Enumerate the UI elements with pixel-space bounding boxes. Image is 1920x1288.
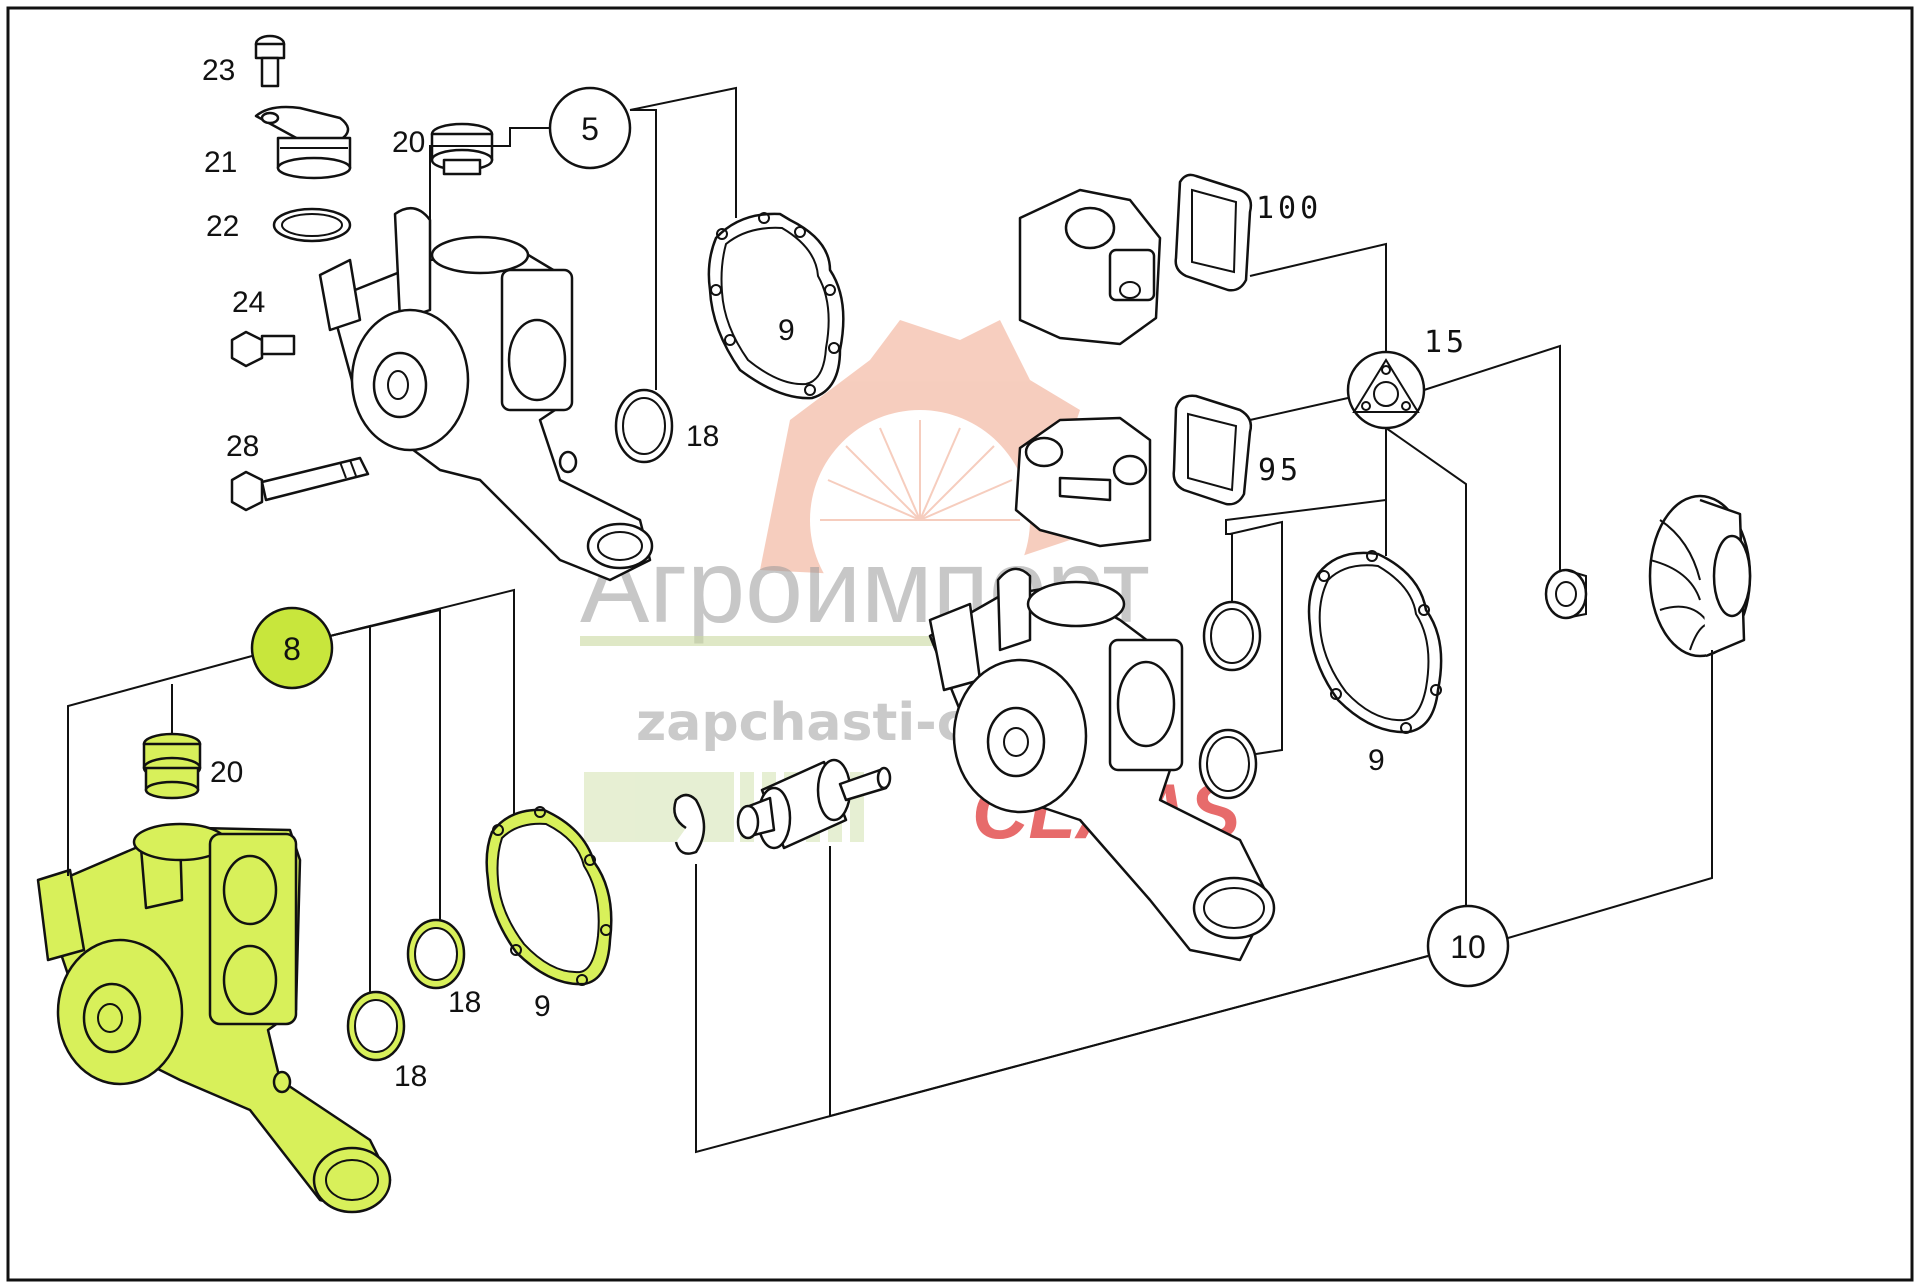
gasket-9-right-icon [1307,550,1443,734]
bolt-28-icon [230,456,370,512]
leader-10-circlip [695,864,1429,1154]
bolt-24-icon [230,330,296,368]
leader-orings [1226,520,1283,755]
water-pump-housing-highlighted-icon [36,822,392,1214]
leader-15-to-10 [1385,427,1467,906]
label-28: 28 [226,430,259,463]
plug-20-icon [430,122,494,176]
thermostat-housing-icon [1018,188,1162,346]
gasket-9-top-icon [707,212,845,400]
label-9-right: 9 [1368,744,1385,777]
water-pump-housing-icon [318,207,654,582]
leader-100 [1249,242,1387,352]
gasket-95-icon [1172,394,1253,506]
bottom-left-assembly: 8 20 18 18 9 [36,588,613,1214]
leader-8-housing [67,655,253,876]
label-18-lower: 18 [394,1060,427,1093]
callout-10 [1426,904,1510,988]
label-22: 22 [206,210,239,243]
thermostat-pipe-icon [1014,416,1152,548]
callout-10-text: 10 [1450,929,1486,965]
gasket-100-icon [1174,173,1253,292]
oring-right-lower-icon [1198,728,1258,800]
oring-right-upper-icon [1202,600,1262,672]
gasket-9-highlighted-icon [485,806,613,986]
label-9-top: 9 [778,314,795,347]
label-95: 95 [1258,453,1302,488]
label-18-upper: 18 [448,986,481,1019]
leader-95 [1249,397,1349,421]
water-pump-housing-right-icon [928,567,1276,962]
oring-18-top-icon [614,388,674,464]
bolt-23-icon [254,34,286,88]
seal-15-icon [1346,350,1426,430]
leader-10-bearing [829,846,1429,1118]
label-9-bottom: 9 [534,990,551,1023]
page-border [6,6,1914,1282]
right-assembly: 10 100 15 95 9 [673,173,1752,1154]
watermark-gear-icon [760,320,1080,630]
leader-15-seal [1423,344,1561,570]
leader-10-impeller [1507,650,1713,939]
top-left-assembly: 5 23 21 22 24 28 20 18 9 [202,34,845,582]
cap-21-icon [254,105,352,180]
impeller-icon [1648,494,1752,658]
leader-8-oring-lower [329,624,371,992]
leader-8-oring-upper [329,608,441,920]
label-21: 21 [204,146,237,179]
label-24: 24 [232,286,265,319]
leader-5-oring [630,109,657,390]
leader-8-gasket [329,588,515,814]
shaft-bearing-icon [736,758,892,850]
circlip-icon [673,793,706,855]
label-20-top: 20 [392,126,425,159]
watermark-bar [580,636,1100,646]
label-100: 100 [1256,191,1322,226]
seal-small-icon [1544,568,1588,620]
plug-20-bottom-icon [142,732,202,800]
callout-8-text: 8 [283,631,301,667]
callout-8 [250,606,334,690]
label-15: 15 [1424,325,1468,360]
label-18-top: 18 [686,420,719,453]
label-23: 23 [202,54,235,87]
callout-5-text: 5 [581,111,599,147]
leader-5-gasket [629,86,737,218]
leader-5-housing [429,127,550,246]
label-20-bottom: 20 [210,756,243,789]
